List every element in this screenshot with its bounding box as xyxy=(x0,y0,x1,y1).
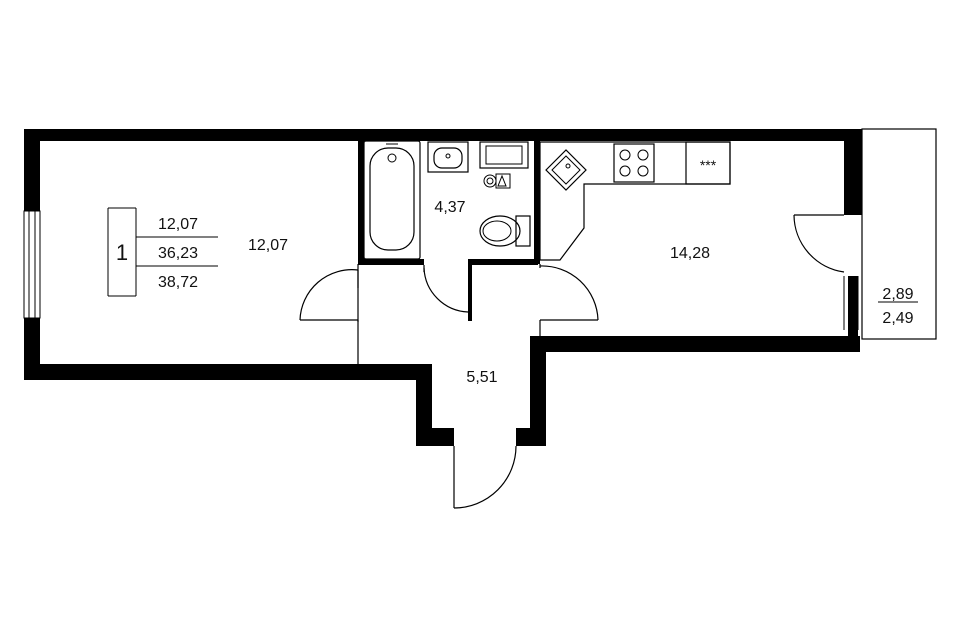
kitchen-fixtures: *** xyxy=(539,141,731,261)
total-area-value: 38,72 xyxy=(158,274,198,291)
entry-door-swing xyxy=(453,445,517,509)
svg-text:***: *** xyxy=(700,157,717,173)
rooms-count: 1 xyxy=(116,240,128,265)
hallway-area: 5,51 xyxy=(466,369,497,386)
entry-left-jamb xyxy=(416,428,454,446)
hall-left-wall xyxy=(416,364,432,446)
hall-stub-right xyxy=(468,259,472,321)
doors xyxy=(299,214,845,509)
boiler-icon xyxy=(483,173,511,189)
walls xyxy=(24,129,862,446)
kitchen-sink-icon xyxy=(545,149,587,191)
left-wall-upper xyxy=(24,129,40,211)
living-bottom-wall xyxy=(24,364,416,380)
living-area-value: 12,07 xyxy=(158,216,198,233)
bath-bottom-partition-left xyxy=(358,259,424,265)
kitchen-right-wall-lower xyxy=(848,276,858,352)
balcony-area: 2,89 xyxy=(882,286,913,303)
refrigerator-icon: *** xyxy=(685,141,731,185)
bath-bottom-partition-right xyxy=(468,259,538,265)
kitchen-bottom-wall xyxy=(530,336,860,352)
kitchen-door-swing xyxy=(539,265,599,321)
bathroom-area: 4,37 xyxy=(434,199,465,216)
bath-left-partition xyxy=(358,138,364,264)
area-without-balcony-value: 36,23 xyxy=(158,245,198,262)
balcony xyxy=(843,128,937,340)
stove-icon xyxy=(613,143,655,183)
washing-machine-icon xyxy=(479,141,529,169)
hall-right-wall xyxy=(530,336,546,446)
bathtub-icon xyxy=(363,140,421,260)
bath-door-swing xyxy=(423,267,469,313)
kitchen-right-wall-upper xyxy=(844,129,862,215)
living-window xyxy=(23,210,41,319)
summary-table: 1 12,07 36,23 38,72 xyxy=(107,207,218,297)
sink-icon xyxy=(427,141,469,173)
entry-right-jamb xyxy=(516,428,546,446)
living-door-swing xyxy=(299,269,359,321)
balcony-area-reduced: 2,49 xyxy=(882,310,913,327)
toilet-icon xyxy=(479,215,531,247)
balcony-door-swing xyxy=(793,214,845,273)
living-room-area: 12,07 xyxy=(248,237,288,254)
bathroom-fixtures xyxy=(363,140,531,260)
top-exterior-wall xyxy=(24,129,862,141)
room-labels: 12,07 4,37 14,28 5,51 2,89 2,49 xyxy=(248,199,918,386)
kitchen-area: 14,28 xyxy=(670,245,710,262)
bath-kitchen-partition xyxy=(534,138,540,264)
